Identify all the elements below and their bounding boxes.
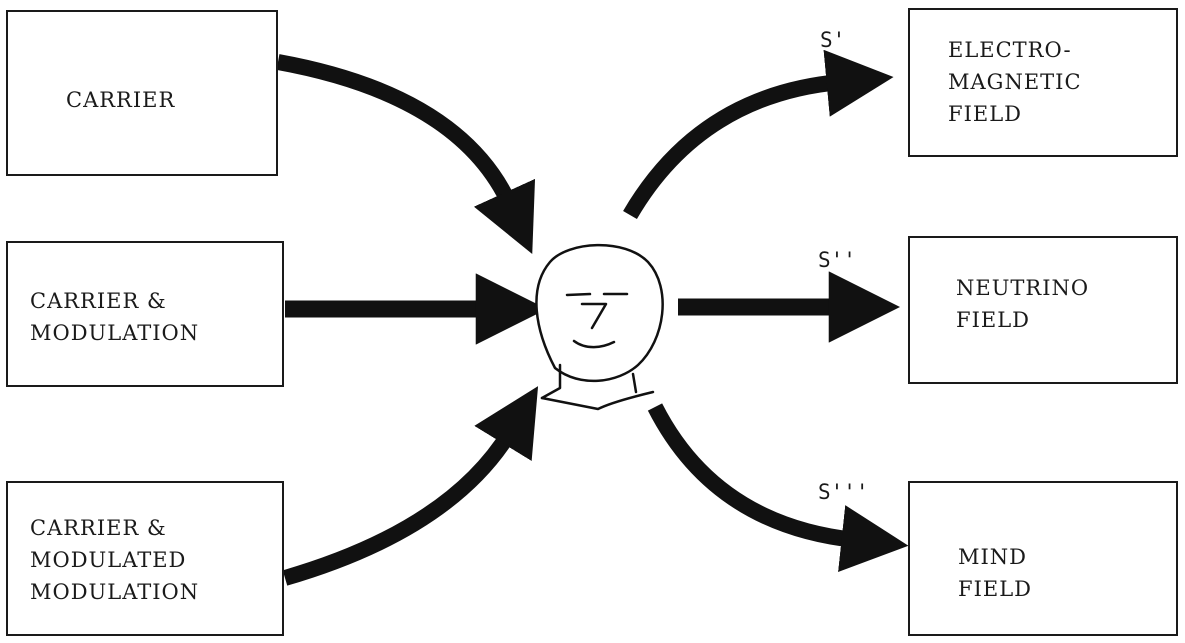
signal-label-s2: S'' <box>818 248 856 272</box>
signal-label-s1: S' <box>820 28 845 52</box>
mind-field-box <box>908 481 1178 636</box>
arrow-em-field <box>630 82 840 215</box>
human-head-icon <box>536 245 662 409</box>
signal-label-s3: S''' <box>818 480 869 504</box>
arrow-mind-field <box>655 407 855 540</box>
mind-field-label: MIND FIELD <box>958 541 1032 605</box>
carrier-modulated-modulation-label: CARRIER & MODULATED MODULATION <box>30 512 199 608</box>
carrier-modulation-label: CARRIER & MODULATION <box>30 285 199 349</box>
arrow-carrier-modulated-modulation <box>285 432 510 578</box>
em-field-label: ELECTRO- MAGNETIC FIELD <box>948 34 1082 130</box>
neutrino-field-label: NEUTRINO FIELD <box>956 272 1089 336</box>
arrow-carrier <box>278 62 510 205</box>
carrier-label: CARRIER <box>66 84 175 116</box>
